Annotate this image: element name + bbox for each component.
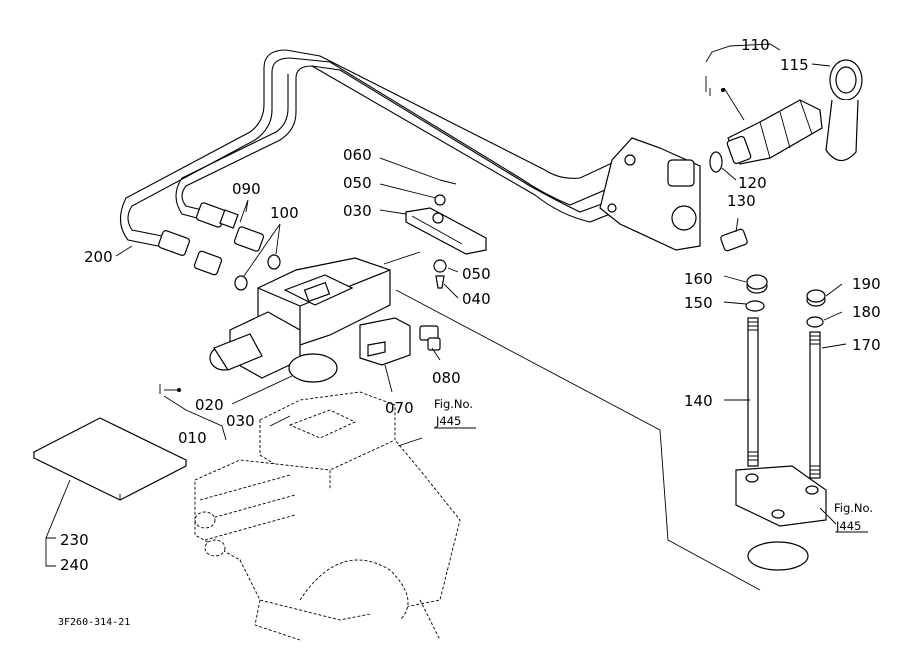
label-150: 150 xyxy=(684,294,713,312)
washer-150 xyxy=(745,300,765,312)
label-230: 230 xyxy=(60,531,89,549)
hydraulic-pipes xyxy=(119,49,646,249)
stud-170 xyxy=(809,331,821,479)
label-080: 080 xyxy=(432,369,461,387)
elbow-130 xyxy=(720,228,748,252)
label-160: 160 xyxy=(684,270,713,288)
label-100: 100 xyxy=(270,204,299,222)
label-190: 190 xyxy=(852,275,881,293)
fig-ref-b-line1: Fig.No. xyxy=(834,501,873,515)
mounting-block xyxy=(735,465,827,571)
stay-plate xyxy=(405,179,487,289)
fitting-lower xyxy=(158,226,265,276)
fig-ref-a-line1: Fig.No. xyxy=(434,397,473,411)
o-ring-100a xyxy=(234,275,248,291)
o-ring-100b xyxy=(267,254,281,270)
label-115: 115 xyxy=(780,56,809,74)
dust-cap-115 xyxy=(825,59,863,162)
label-030b: 030 xyxy=(226,412,255,430)
outlet-flange xyxy=(599,137,701,251)
label-140: 140 xyxy=(684,392,713,410)
drawing-code: 3F260-314-21 xyxy=(58,617,130,628)
marker-dot-110 xyxy=(721,88,725,92)
stud-140 xyxy=(747,317,759,467)
label-180: 180 xyxy=(852,303,881,321)
label-060: 060 xyxy=(343,146,372,164)
leader-lines xyxy=(45,43,868,591)
pipe-fittings xyxy=(158,202,281,291)
label-050b: 050 xyxy=(462,265,491,283)
label-130: 130 xyxy=(727,192,756,210)
bolt-080 xyxy=(419,325,441,351)
fig-ref-b-line2: J445 xyxy=(835,519,861,533)
manual-book xyxy=(32,417,188,501)
marker-dot-010 xyxy=(177,388,181,392)
valve-assembly-reference xyxy=(194,391,461,641)
label-200: 200 xyxy=(84,248,113,266)
label-170: 170 xyxy=(852,336,881,354)
fitting-upper xyxy=(195,202,239,229)
label-090: 090 xyxy=(232,180,261,198)
label-110: 110 xyxy=(741,36,770,54)
o-ring-020 xyxy=(288,353,338,383)
bracket-070 xyxy=(359,317,411,366)
nut-190 xyxy=(806,289,826,307)
label-030a: 030 xyxy=(343,202,372,220)
label-240: 240 xyxy=(60,556,89,574)
label-050a: 050 xyxy=(343,174,372,192)
control-valve-upper xyxy=(209,257,391,383)
label-040: 040 xyxy=(462,290,491,308)
washer-180 xyxy=(806,316,824,328)
o-ring-120 xyxy=(709,151,723,173)
quick-coupler xyxy=(726,99,823,165)
label-120: 120 xyxy=(738,174,767,192)
label-070: 070 xyxy=(385,399,414,417)
part-labels: 200 090 100 060 050 030 050 040 080 070 … xyxy=(58,36,881,628)
label-020: 020 xyxy=(195,396,224,414)
fig-ref-a-line2: J445 xyxy=(435,414,461,428)
nut-160 xyxy=(746,274,768,294)
label-010: 010 xyxy=(178,429,207,447)
